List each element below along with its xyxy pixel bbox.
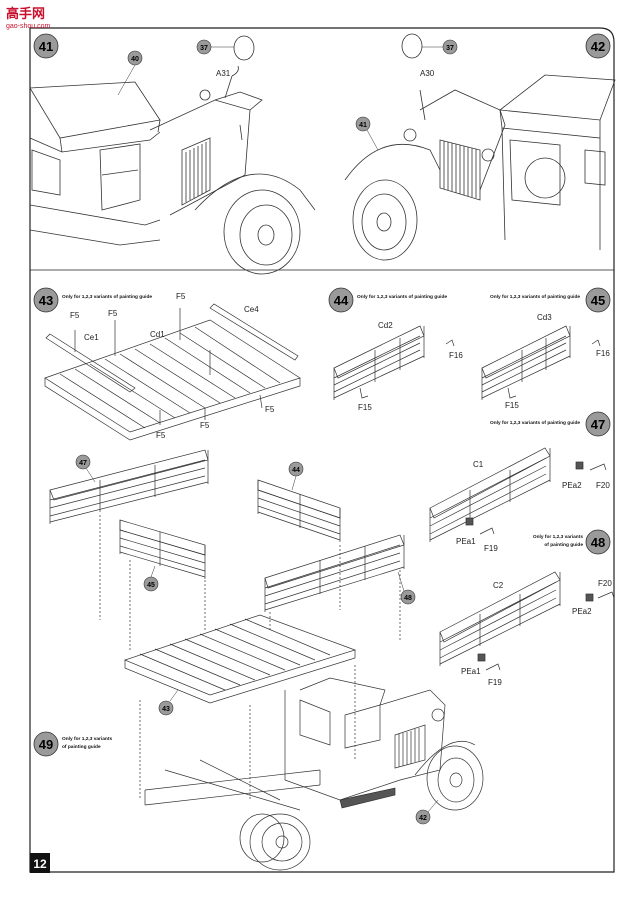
part-label-cd2: Cd2 — [378, 321, 393, 330]
step-41: 41 40 37 A31 — [29, 33, 316, 275]
part-label-f16-b: F16 — [596, 349, 610, 358]
part-label-f5-a: F5 — [70, 311, 80, 320]
part-label-f19-b: F19 — [488, 678, 502, 687]
callout-step-44: 44 — [288, 461, 304, 491]
part-label-f5-f: F5 — [200, 421, 210, 430]
part-label-f20-b: F20 — [598, 579, 612, 588]
step-44-note: Only for 1,2,3 variants of painting guid… — [357, 294, 447, 300]
page-number-tab: 12 — [30, 853, 50, 873]
part-label-pea1-a: PEa1 — [456, 537, 476, 546]
step-47-drawing — [429, 447, 607, 542]
step-49-drawing — [49, 449, 484, 871]
step-45-number-badge: 45 — [585, 287, 611, 313]
step-42-number-badge: 42 — [585, 33, 611, 59]
part-label-f19-a: F19 — [484, 544, 498, 553]
part-label-f5-e: F5 — [156, 431, 166, 440]
step-43-number-badge: 43 — [33, 287, 59, 313]
step-43-drawing — [44, 303, 301, 441]
step-43-note: Only for 1,2,3 variants of painting guid… — [62, 294, 152, 300]
callout-step-47-label: 47 — [79, 460, 87, 467]
page-number: 12 — [33, 857, 47, 871]
part-label-pea2-a: PEa2 — [562, 481, 582, 490]
step-45-note: Only for 1,2,3 variants of painting guid… — [490, 294, 580, 300]
step-44-drawing — [333, 325, 455, 400]
step-48: 48 Only for 1,2,3 variants of painting g… — [439, 529, 615, 687]
step-47: 47 Only for 1,2,3 variants of painting g… — [429, 411, 611, 553]
part-label-f5-b: F5 — [108, 309, 118, 318]
page-frame — [29, 27, 615, 873]
callout-part-40-label: 40 — [131, 56, 139, 63]
part-label-ce1: Ce1 — [84, 333, 99, 342]
step-41-number-badge: 41 — [33, 33, 59, 59]
callout-part-41-label: 41 — [359, 122, 367, 129]
step-49: 49 Only for 1,2,3 variants of painting g… — [33, 449, 484, 871]
callout-part-37-right-label: 37 — [446, 45, 454, 52]
watermark: 高手网 gao-shou.com — [6, 6, 51, 30]
step-47-note: Only for 1,2,3 variants of painting guid… — [490, 420, 580, 426]
callout-step-42-label: 42 — [419, 815, 427, 822]
part-label-ce4: Ce4 — [244, 305, 259, 314]
step-49-number-badge: 49 — [33, 731, 59, 757]
callout-step-48-label: 48 — [404, 595, 412, 602]
step-43-number: 43 — [39, 293, 53, 308]
step-49-number: 49 — [39, 737, 53, 752]
watermark-site-name: 高手网 — [6, 6, 45, 21]
part-label-f5-d: F5 — [265, 405, 275, 414]
step-41-number: 41 — [39, 39, 53, 54]
part-label-f5-c: F5 — [176, 292, 186, 301]
step-44: 44 Only for 1,2,3 variants of painting g… — [328, 287, 463, 412]
step-47-number: 47 — [591, 417, 605, 432]
callout-step-43-label: 43 — [162, 706, 170, 713]
callout-step-47: 47 — [75, 454, 96, 483]
part-label-a30: A30 — [420, 69, 435, 78]
part-label-pea2-b: PEa2 — [572, 607, 592, 616]
step-48-note-line1: Only for 1,2,3 variants — [533, 534, 583, 540]
part-label-f15-b: F15 — [505, 401, 519, 410]
step-44-number: 44 — [334, 293, 349, 308]
callout-part-40: 40 — [117, 50, 143, 96]
part-label-pea1-b: PEa1 — [461, 667, 481, 676]
callout-step-45-label: 45 — [147, 582, 155, 589]
step-43: 43 Only for 1,2,3 variants of painting g… — [33, 287, 301, 441]
part-label-a31: A31 — [216, 69, 231, 78]
callout-part-37: 37 — [196, 39, 234, 55]
callout-step-42: 42 — [415, 799, 439, 825]
callout-part-37-right: 37 — [422, 39, 458, 55]
step-49-note-line2: of painting guide — [62, 744, 101, 750]
callout-step-44-label: 44 — [292, 467, 300, 474]
step-42-number: 42 — [591, 39, 605, 54]
callout-part-41: 41 — [355, 116, 379, 151]
step-41-drawing — [29, 35, 316, 275]
callout-step-43: 43 — [158, 689, 179, 716]
step-44-number-badge: 44 — [328, 287, 354, 313]
step-48-drawing — [439, 571, 615, 671]
part-label-c1: C1 — [473, 460, 484, 469]
callout-step-45: 45 — [143, 565, 159, 592]
step-45-drawing — [481, 325, 601, 400]
step-48-note-line2: of painting guide — [544, 542, 583, 548]
step-48-number: 48 — [591, 535, 605, 550]
step-47-number-badge: 47 — [585, 411, 611, 437]
step-49-note-line1: Only for 1,2,3 variants — [62, 736, 112, 742]
step-45: 45 Only for 1,2,3 variants of painting g… — [481, 287, 611, 410]
part-label-cd1: Cd1 — [150, 330, 165, 339]
watermark-url: gao-shou.com — [6, 23, 51, 30]
part-label-f15-a: F15 — [358, 403, 372, 412]
callout-step-48: 48 — [397, 571, 416, 605]
step-45-number: 45 — [591, 293, 605, 308]
callout-part-37-label: 37 — [200, 45, 208, 52]
part-label-c2: C2 — [493, 581, 504, 590]
part-label-f16-a: F16 — [449, 351, 463, 360]
part-label-cd3: Cd3 — [537, 313, 552, 322]
step-42-drawing — [344, 33, 616, 261]
part-label-f20-a: F20 — [596, 481, 610, 490]
step-42: 42 37 A30 41 — [344, 33, 616, 261]
step-48-number-badge: 48 — [585, 529, 611, 555]
